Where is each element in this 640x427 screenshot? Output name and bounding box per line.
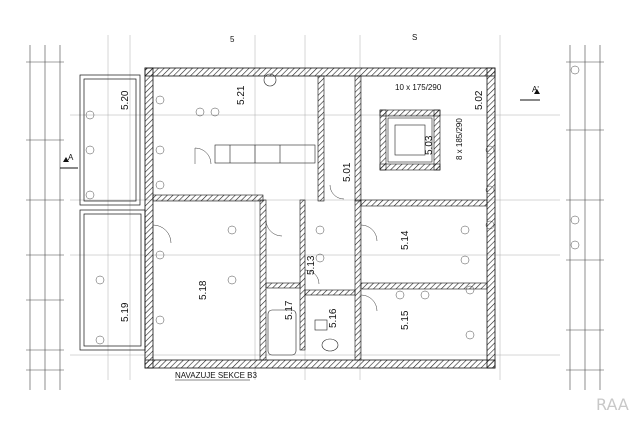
- section-label-a-prime: A': [532, 85, 539, 94]
- room-label-5-13: 5.13: [306, 255, 317, 275]
- room-label-5-18: 5.18: [198, 280, 209, 300]
- room-label-5-01: 5.01: [342, 162, 353, 182]
- room-label-5-03: 5.03: [424, 135, 435, 155]
- room-label-5-02: 5.02: [474, 90, 485, 110]
- room-label-5-16: 5.16: [328, 308, 339, 328]
- kitchen-counter: [214, 73, 316, 164]
- top-letter: 5: [230, 35, 235, 44]
- bathroom-fixtures: [267, 309, 339, 356]
- right-dimension-chain: [566, 45, 604, 390]
- room-label-5-15: 5.15: [400, 310, 411, 330]
- window-note-top: 10 x 175/290: [395, 83, 442, 92]
- door-swings: [152, 147, 378, 312]
- internal-walls: [152, 75, 488, 361]
- balconies: [79, 74, 146, 351]
- room-label-5-20: 5.20: [120, 90, 131, 110]
- left-dimension-chain: [26, 45, 64, 390]
- footer-note: NAVAZUJE SEKCE B3: [175, 371, 258, 380]
- top-right-code: S: [412, 33, 417, 42]
- window-note-right: 8 x 185/290: [455, 118, 464, 160]
- section-label-a: A: [68, 153, 74, 162]
- stair-core: [387, 117, 433, 163]
- section-marker-left: A: [60, 153, 78, 169]
- room-label-5-21: 5.21: [236, 85, 247, 105]
- room-label-5-19: 5.19: [120, 302, 131, 322]
- window-markers: [85, 65, 580, 345]
- room-label-5-17: 5.17: [284, 300, 295, 320]
- watermark: RAA: [596, 395, 629, 414]
- room-label-5-14: 5.14: [400, 230, 411, 250]
- section-marker-right: A': [520, 85, 540, 101]
